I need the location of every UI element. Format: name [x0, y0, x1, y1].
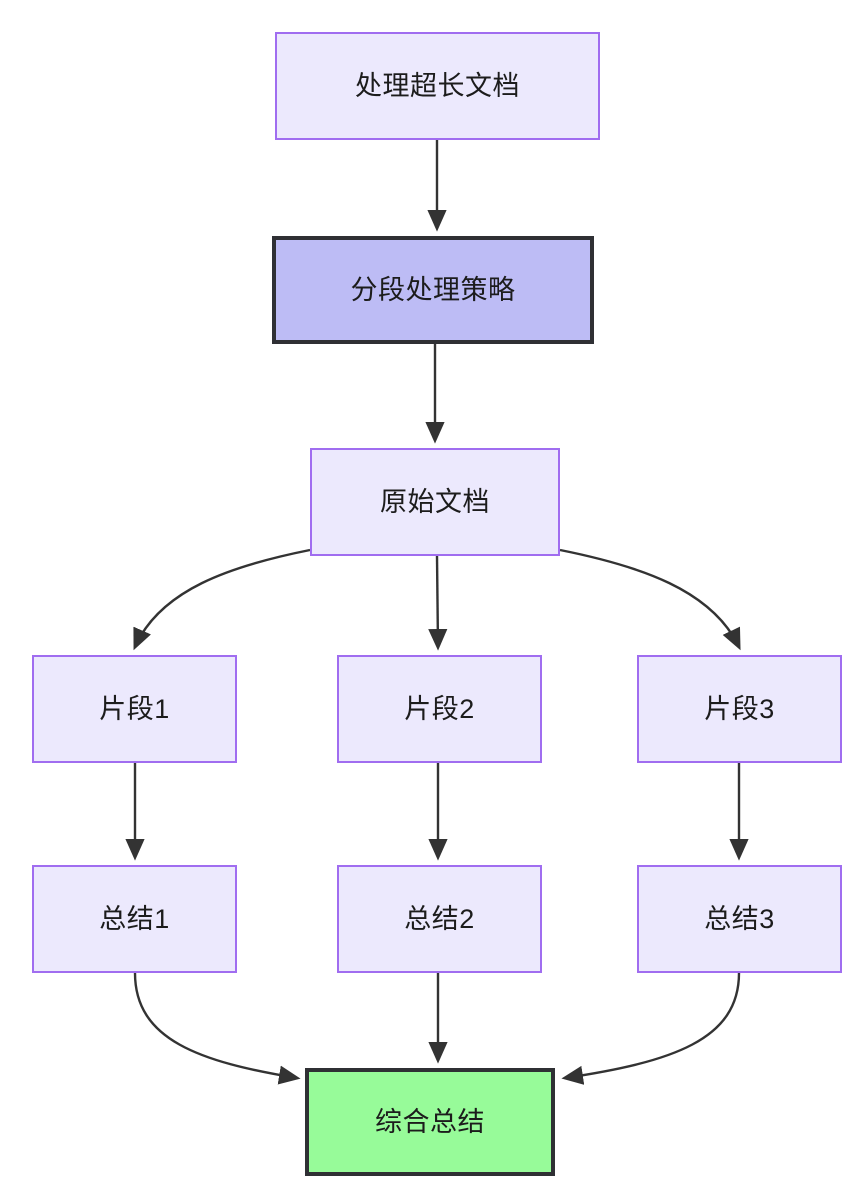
node-n8[interactable]: 总结2	[337, 865, 542, 973]
node-n6[interactable]: 片段3	[637, 655, 842, 763]
node-n10[interactable]: 综合总结	[305, 1068, 555, 1176]
node-label-n10: 综合总结	[375, 1106, 485, 1137]
edge-n3-n5	[428, 555, 448, 651]
node-label-n1: 处理超长文档	[355, 70, 520, 101]
edge-n7-n10	[133, 972, 301, 1085]
node-label-n4: 片段1	[99, 693, 170, 724]
node-n1[interactable]: 处理超长文档	[275, 32, 600, 140]
node-n7[interactable]: 总结1	[32, 865, 237, 973]
edge-n3-n6	[559, 548, 741, 651]
node-label-n8: 总结2	[404, 903, 475, 934]
node-n2[interactable]: 分段处理策略	[272, 236, 594, 344]
node-n5[interactable]: 片段2	[337, 655, 542, 763]
node-label-n7: 总结1	[99, 903, 170, 934]
node-label-n9: 总结3	[704, 903, 775, 934]
edge-n9-n10	[561, 972, 741, 1085]
node-label-n2: 分段处理策略	[350, 274, 516, 305]
node-label-n3: 原始文档	[380, 486, 490, 517]
node-label-n6: 片段3	[704, 693, 775, 724]
node-label-n5: 片段2	[404, 693, 475, 724]
node-n9[interactable]: 总结3	[637, 865, 842, 973]
node-n3[interactable]: 原始文档	[310, 448, 560, 556]
node-n4[interactable]: 片段1	[32, 655, 237, 763]
edge-n3-n4	[133, 548, 311, 651]
